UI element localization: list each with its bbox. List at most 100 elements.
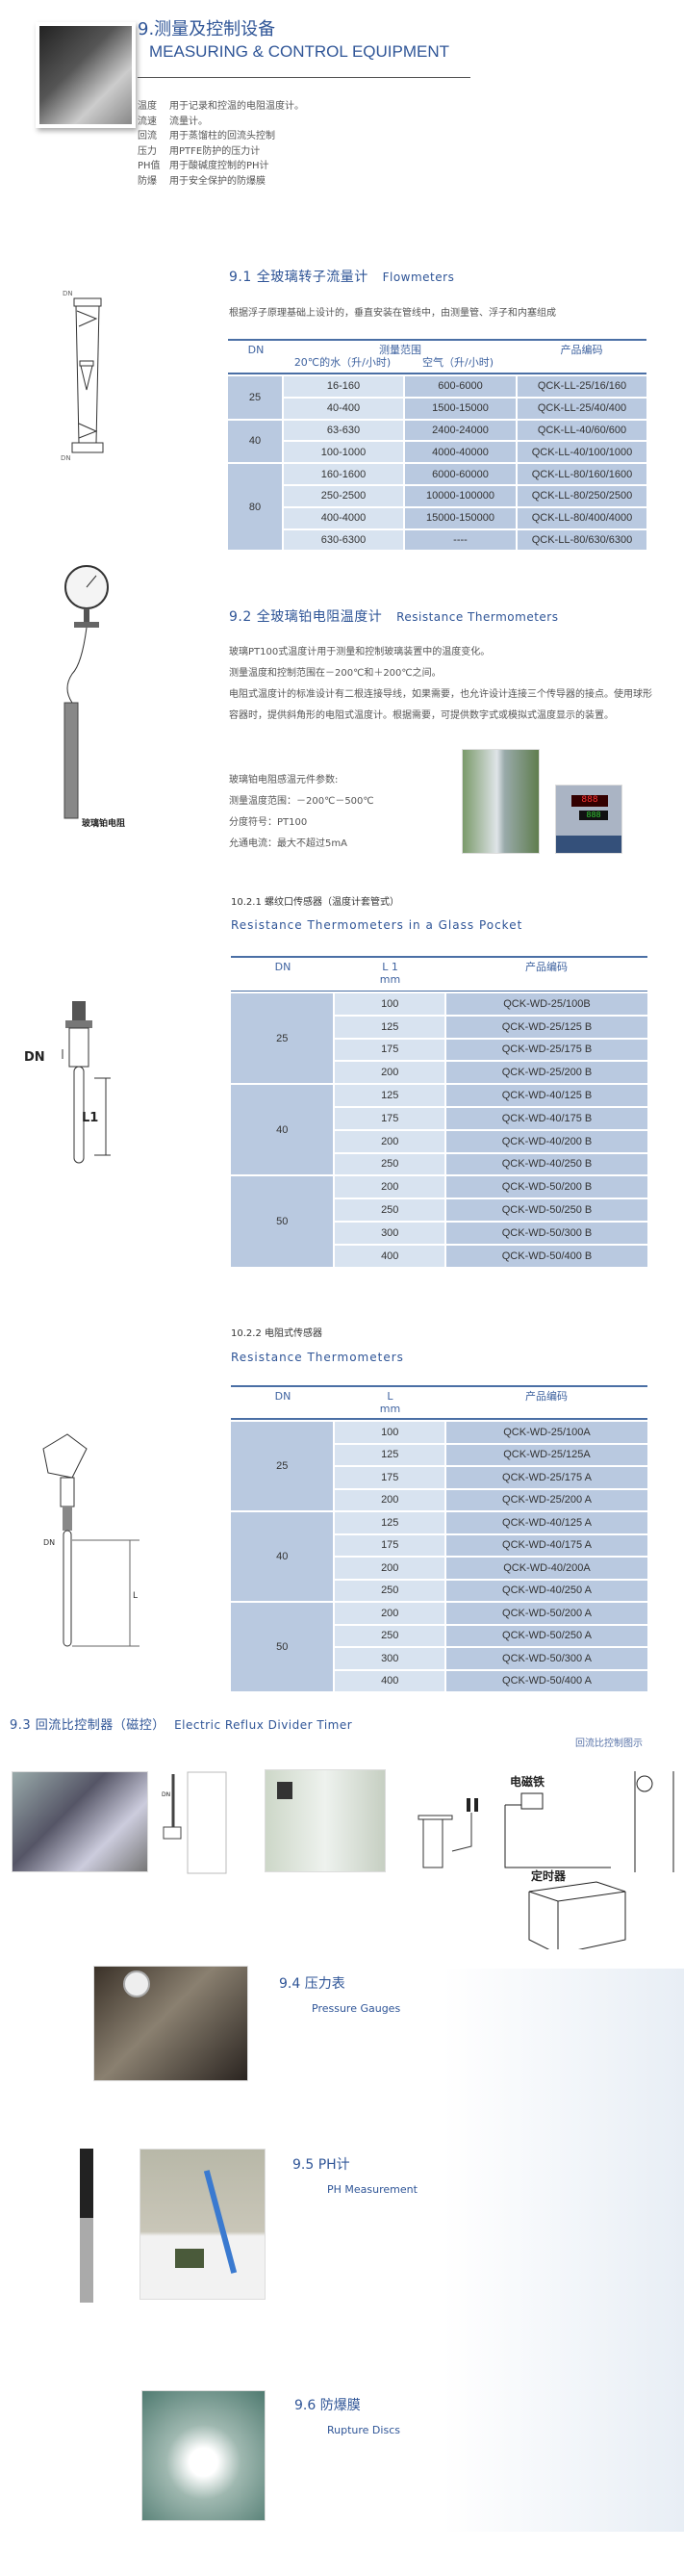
product-code-cell: QCK-WD-40/175 A [446, 1534, 647, 1556]
param-line: 测量温度范围：－200℃－500℃ [229, 796, 374, 807]
page-title: 9.测量及控制设备 [138, 19, 276, 39]
value-cell: 160-1600 [284, 464, 403, 484]
value-cell: 1500-15000 [405, 398, 516, 419]
value-cell: 200 [335, 1558, 444, 1579]
intro-value: 用于记录和控温的电阻温度计。 [169, 101, 304, 112]
section-9-4-title-en: Pressure Gauges [312, 2002, 401, 2015]
product-code-cell: QCK-WD-40/250 B [446, 1153, 647, 1175]
paragraph-line: 玻璃PT100式温度计用于测量和控制玻璃装置中的温度变化。 [229, 647, 491, 657]
value-cell: 200 [335, 1062, 444, 1084]
intro-item: 回流用于蒸馏柱的回流头控制 [138, 129, 304, 144]
section-9-5-title-en: PH Measurement [327, 2183, 418, 2196]
param-line: 玻璃铂电阻感温元件参数: [229, 775, 339, 786]
value-cell: 630-6300 [284, 529, 403, 551]
value-cell: ---- [405, 529, 516, 551]
intro-key: 温度 [138, 101, 157, 112]
value-cell: 125 [335, 1085, 444, 1106]
section-9-2-title: 9.2 全玻璃铂电阻温度计 Resistance Thermometers [229, 609, 559, 625]
product-code-cell: QCK-WD-25/175 A [446, 1467, 647, 1488]
section-9-4-title: 9.4 压力表 [279, 1976, 345, 1992]
product-code-cell: QCK-WD-50/300 A [446, 1648, 647, 1669]
section-9-6-title-en: Rupture Discs [327, 2424, 400, 2436]
intro-value: 用于蒸馏柱的回流头控制 [169, 131, 275, 142]
right-gradient-panel [443, 1969, 684, 2532]
value-cell: 400-4000 [284, 507, 403, 528]
product-code-cell: QCK-WD-40/125 B [446, 1085, 647, 1106]
svg-text:玻璃铂电阻: 玻璃铂电阻 [82, 817, 125, 829]
value-cell: 200 [335, 1176, 444, 1198]
value-cell: 100 [335, 1422, 444, 1443]
value-cell: 63-630 [284, 420, 403, 441]
ph-electrode-photo [80, 2149, 93, 2303]
value-cell: 200 [335, 1130, 444, 1152]
intro-item: PH值用于酸碱度控制的PH计 [138, 159, 304, 174]
svg-text:定时器: 定时器 [531, 1868, 567, 1883]
thermometer-photo [462, 749, 540, 854]
table-row: 630-6300----QCK-LL-80/630/6300 [228, 529, 646, 551]
product-code-cell: QCK-LL-40/60/600 [518, 420, 646, 441]
product-code-cell: QCK-WD-50/300 B [446, 1222, 647, 1244]
product-code-cell: QCK-WD-50/400 A [446, 1670, 647, 1691]
value-cell: 300 [335, 1222, 444, 1244]
product-code-cell: QCK-WD-25/125 B [446, 1016, 647, 1038]
value-cell: 250 [335, 1625, 444, 1646]
value-cell: 16-160 [284, 376, 403, 397]
value-cell: 175 [335, 1107, 444, 1129]
product-code-cell: QCK-WD-50/400 B [446, 1245, 647, 1267]
svg-text:L: L [133, 1591, 138, 1601]
value-cell: 400 [335, 1245, 444, 1267]
paragraph-line: 电阻式温度计的标准设计有二根连接导线，如果需要，也允许设计连接三个传导器的接点。… [229, 689, 652, 721]
reflux-diagram-caption: 回流比控制图示 [575, 1739, 643, 1749]
value-cell: 200 [335, 1489, 444, 1510]
resistance-sensor-diagram: DN L [42, 1433, 139, 1647]
svg-text:DN: DN [63, 290, 73, 297]
product-code-cell: QCK-LL-25/40/400 [518, 398, 646, 419]
intro-value: 用于酸碱度控制的PH计 [169, 161, 269, 171]
value-cell: 2400-24000 [405, 420, 516, 441]
svg-text:电磁铁: 电磁铁 [510, 1774, 545, 1789]
intro-item: 温度 用于记录和控温的电阻温度计。 [138, 99, 304, 115]
svg-text:DN: DN [61, 454, 71, 462]
param-line: 允通电流：最大不超过5mA [229, 838, 347, 849]
product-code-cell: QCK-LL-25/16/160 [518, 376, 646, 397]
temperature-controller-photo: 888 888 [555, 785, 622, 854]
dn-cell: 50 [231, 1603, 334, 1691]
svg-text:DN: DN [162, 1791, 170, 1798]
dn-cell: 25 [231, 1422, 334, 1510]
pressure-gauge-photo [93, 1966, 248, 2081]
value-cell: 15000-150000 [405, 507, 516, 528]
value-cell: 125 [335, 1512, 444, 1533]
resistance-thermometer-diagram: 玻璃铂电阻 [63, 565, 125, 829]
product-code-cell: QCK-WD-25/125A [446, 1444, 647, 1465]
product-code-cell: QCK-WD-40/250 A [446, 1580, 647, 1601]
value-cell: 125 [335, 1444, 444, 1465]
subsection-10-2-2-title-en: Resistance Thermometers [231, 1351, 404, 1364]
reflux-sketch-1: DN [162, 1771, 227, 1874]
subsection-10-2-2-title: 10.2.2 电阻式传感器 [231, 1328, 322, 1339]
value-cell: 200 [335, 1603, 444, 1624]
dn-cell: 80 [228, 464, 282, 551]
flowmeter-diagram: DN DN [61, 290, 104, 462]
product-code-cell: QCK-WD-50/200 A [446, 1603, 647, 1624]
section-9-6-title: 9.6 防爆膜 [294, 2398, 361, 2413]
